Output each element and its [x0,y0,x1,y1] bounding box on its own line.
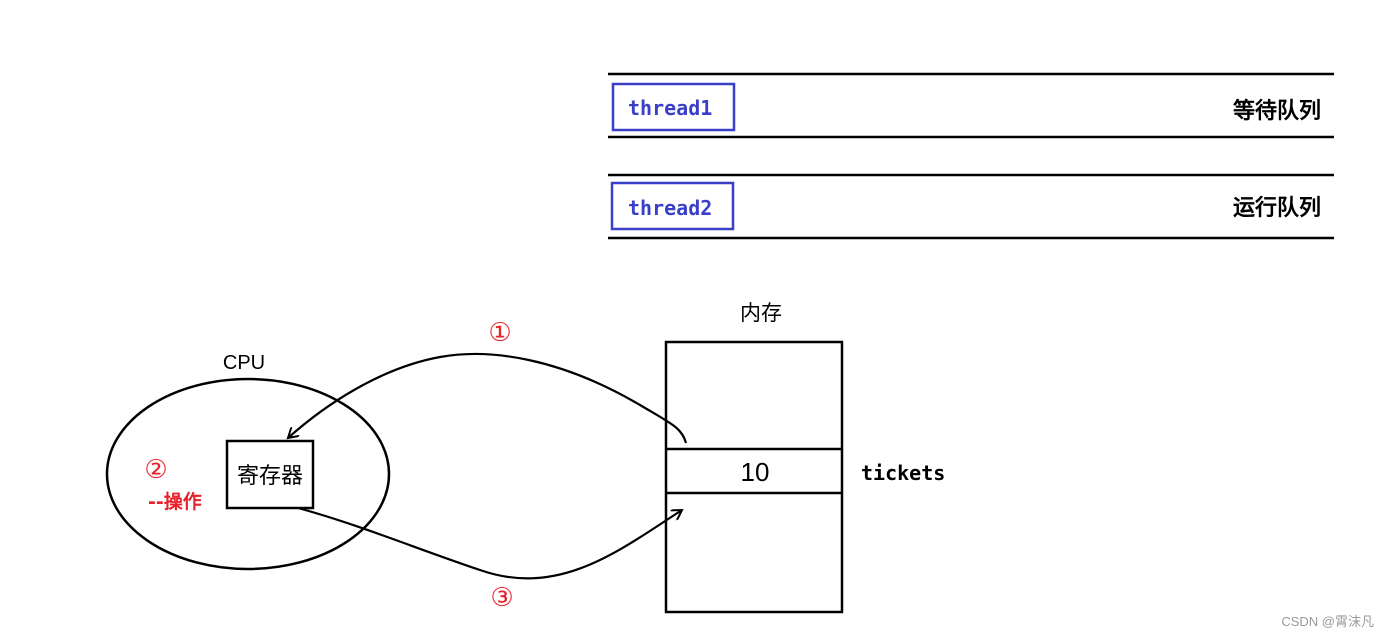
step-2-marker: ② [144,455,167,485]
operation-label: --操作 [148,490,202,513]
thread1-box [611,82,736,132]
watermark: CSDN @霄沫凡 [1281,614,1374,629]
ticket-value: 10 [741,457,770,487]
register-label: 寄存器 [237,464,303,489]
load-arrow [288,352,688,444]
load-flow: ① [288,318,688,444]
thread1-label: thread1 [628,96,712,120]
thread2-box [610,181,735,231]
store-arrow [297,506,682,580]
running-queue: thread2 运行队列 [608,173,1334,240]
waiting-queue: thread1 等待队列 [608,72,1334,139]
memory-block [664,340,844,614]
register-box [225,439,315,510]
cpu-label: CPU [223,352,265,374]
step-1-marker: ① [488,318,511,348]
thread2-label: thread2 [628,196,712,220]
memory-label: 内存 [740,301,782,325]
cpu-ellipse [105,377,391,571]
store-flow: ③ [297,506,682,613]
tickets-variable-label: tickets [861,461,945,485]
waiting-queue-label: 等待队列 [1233,98,1321,124]
running-queue-label: 运行队列 [1233,195,1321,221]
step-3-marker: ③ [490,583,513,613]
cpu: CPU 寄存器 ② --操作 [105,352,391,571]
memory: 内存 10 tickets [664,301,945,614]
